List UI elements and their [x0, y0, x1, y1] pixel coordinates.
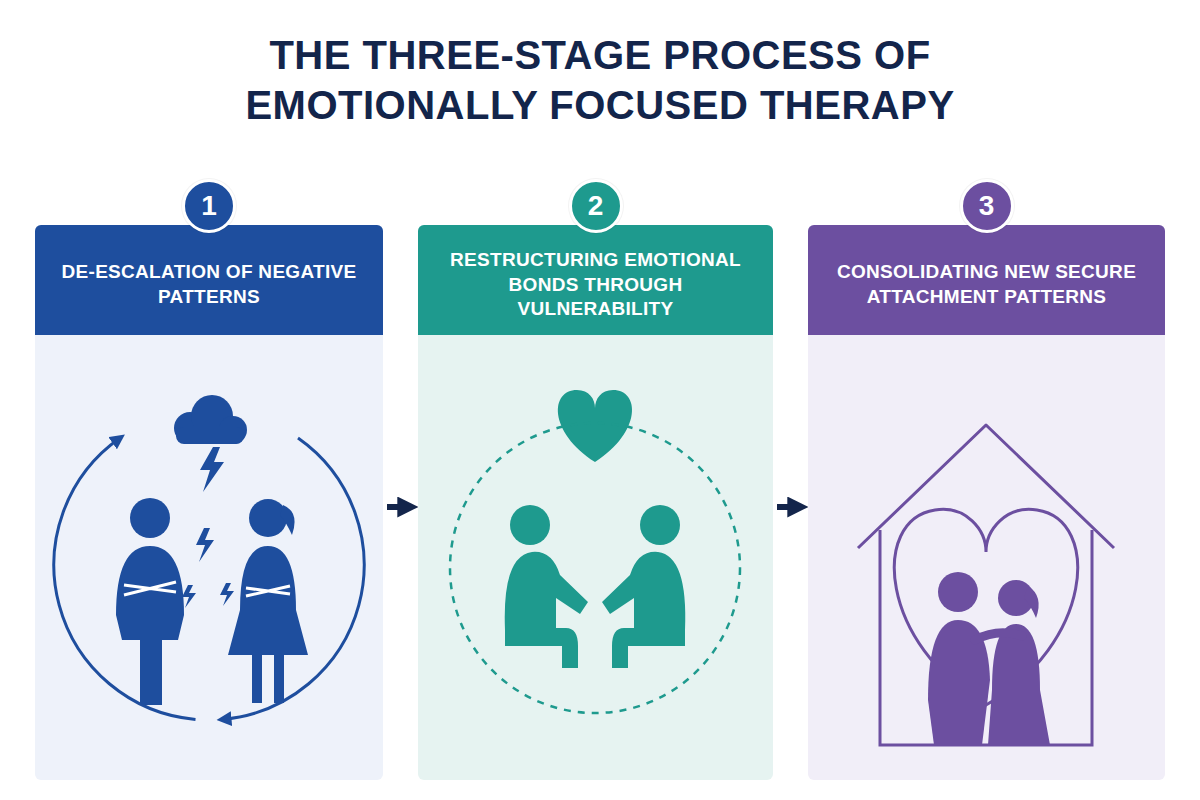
stage-heading: DE-ESCALATION OF NEGATIVE PATTERNS [47, 260, 371, 309]
stage-number-badge: 3 [960, 179, 1014, 233]
header-band: RESTRUCTURING EMOTIONAL BONDS THROUGH VU… [418, 225, 773, 335]
stage-panel: DE-ESCALATION OF NEGATIVE PATTERNS1 [35, 225, 383, 780]
header-band: CONSOLIDATING NEW SECURE ATTACHMENT PATT… [808, 225, 1165, 335]
stage-heading: RESTRUCTURING EMOTIONAL BONDS THROUGH VU… [430, 248, 761, 322]
stage-number: 1 [201, 192, 217, 220]
title-block: THE THREE-STAGE PROCESS OF EMOTIONALLY F… [0, 30, 1200, 130]
flow-arrow [777, 504, 802, 510]
stage-number: 2 [588, 192, 604, 220]
stage-heading: CONSOLIDATING NEW SECURE ATTACHMENT PATT… [820, 260, 1153, 309]
diagram-title: THE THREE-STAGE PROCESS OF EMOTIONALLY F… [190, 30, 1010, 130]
stage-number: 3 [979, 192, 995, 220]
stage-number-badge: 2 [569, 179, 623, 233]
header-band: DE-ESCALATION OF NEGATIVE PATTERNS [35, 225, 383, 335]
flow-arrow [387, 504, 412, 510]
stage-panel: RESTRUCTURING EMOTIONAL BONDS THROUGH VU… [418, 225, 773, 780]
stage-panel: CONSOLIDATING NEW SECURE ATTACHMENT PATT… [808, 225, 1165, 780]
stage-number-badge: 1 [182, 179, 236, 233]
